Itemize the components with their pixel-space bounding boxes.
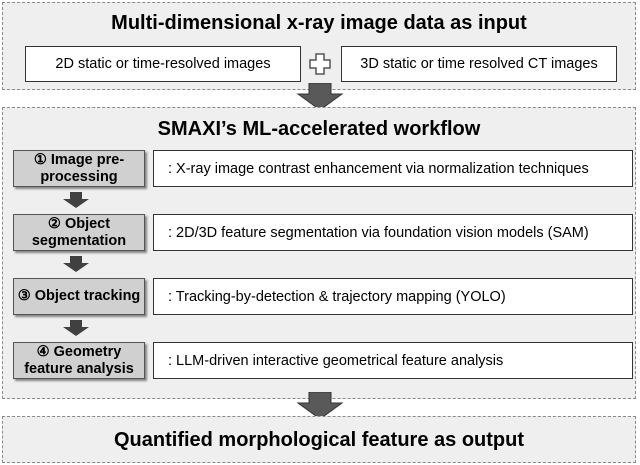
- step-description-geometry: : LLM-driven interactive geometrical fea…: [153, 342, 633, 379]
- step-object-segmentation: ② Object segmentation: [13, 214, 145, 251]
- workflow-title: SMAXI’s ML-accelerated workflow: [157, 118, 481, 140]
- workflow-panel: SMAXI’s ML-accelerated workflow ① Image …: [2, 107, 636, 399]
- down-arrow-icon: [296, 392, 344, 420]
- plus-icon: [309, 53, 331, 75]
- down-arrow-icon: [63, 256, 89, 272]
- step-description-tracking: : Tracking-by-detection & trajectory map…: [153, 278, 633, 315]
- down-arrow-icon: [63, 192, 89, 208]
- output-panel: Quantified morphological feature as outp…: [2, 416, 636, 463]
- input-panel: Multi-dimensional x-ray image data as in…: [2, 2, 636, 90]
- output-title: Quantified morphological feature as outp…: [113, 429, 525, 451]
- step-description-preprocessing: : X-ray image contrast enhancement via n…: [153, 150, 633, 187]
- input-title: Multi-dimensional x-ray image data as in…: [111, 12, 527, 34]
- step-object-tracking: ③ Object tracking: [13, 278, 145, 315]
- step-description-segmentation: : 2D/3D feature segmentation via foundat…: [153, 214, 633, 251]
- down-arrow-icon: [63, 320, 89, 336]
- input-2d-images-box: 2D static or time-resolved images: [25, 46, 301, 82]
- step-geometry-feature-analysis: ④ Geometry feature analysis: [13, 342, 145, 379]
- input-3d-ct-images-box: 3D static or time resolved CT images: [341, 46, 617, 82]
- down-arrow-icon: [296, 83, 344, 111]
- step-image-preprocessing: ① Image pre-processing: [13, 150, 145, 187]
